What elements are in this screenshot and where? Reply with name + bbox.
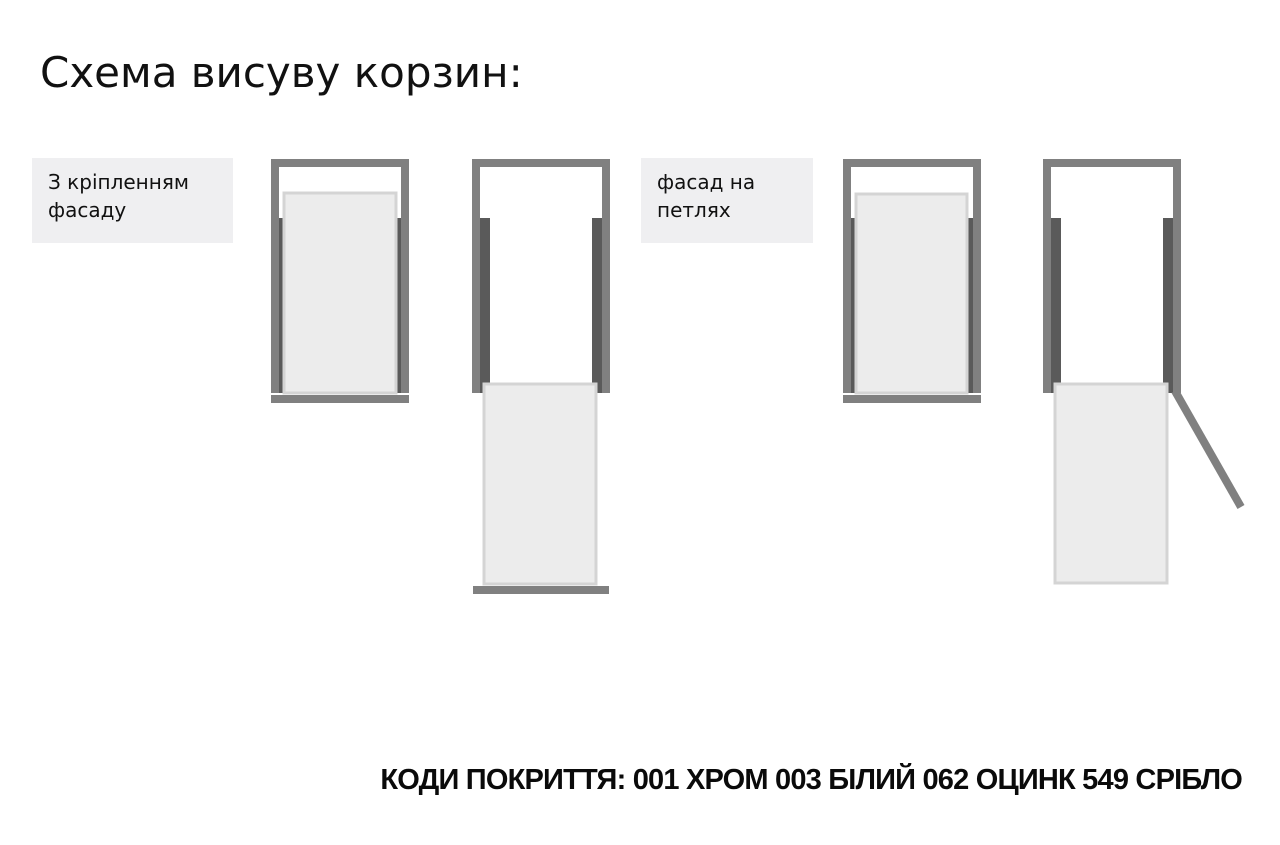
label-facade-mounted-line2: фасаду: [48, 198, 127, 222]
label-facade-on-hinges-line2: петлях: [657, 198, 731, 222]
basket: [282, 191, 398, 395]
facade-panel: [843, 395, 981, 403]
guide-rail: [1163, 218, 1173, 393]
basket: [854, 192, 969, 395]
cabinet-frame: [1043, 159, 1051, 393]
page-title: Схема висуву корзин:: [40, 48, 523, 97]
guide-rail: [395, 218, 401, 393]
cabinet-hinged-facade-closed: [843, 159, 981, 403]
guide-rail: [967, 218, 973, 393]
cabinet-hinged-facade-open: [1043, 159, 1245, 585]
cabinet-frame: [843, 159, 981, 167]
cabinet-frame: [271, 159, 409, 167]
guide-rail: [851, 218, 857, 393]
label-facade-mounted: З кріпленням фасаду: [32, 158, 233, 243]
label-facade-mounted-line1: З кріпленням: [48, 170, 189, 194]
guide-rail: [279, 218, 285, 393]
guide-rail: [1051, 218, 1061, 393]
cabinet-frame: [1173, 159, 1181, 393]
label-facade-on-hinges-line1: фасад на: [657, 170, 756, 194]
cabinet-facade-mounted-closed: [271, 159, 409, 403]
facade-panel-open: [1171, 389, 1245, 509]
cabinet-frame: [472, 159, 480, 393]
cabinet-facade-mounted-open: [472, 159, 610, 594]
cabinet-frame: [973, 159, 981, 393]
guide-rail: [592, 218, 602, 393]
basket: [482, 382, 598, 586]
cabinet-frame: [1043, 159, 1181, 167]
cabinet-frame: [472, 159, 610, 167]
cabinet-frame: [843, 159, 851, 393]
guide-rail: [480, 218, 490, 393]
coating-codes: КОДИ ПОКРИТТЯ: 001 ХРОМ 003 БІЛИЙ 062 ОЦ…: [380, 764, 1242, 796]
facade-panel: [271, 395, 409, 403]
label-facade-on-hinges: фасад на петлях: [641, 158, 813, 243]
facade-panel: [473, 586, 609, 594]
cabinet-frame: [401, 159, 409, 393]
cabinet-frame: [602, 159, 610, 393]
basket: [1053, 382, 1169, 585]
cabinet-frame: [271, 159, 279, 393]
